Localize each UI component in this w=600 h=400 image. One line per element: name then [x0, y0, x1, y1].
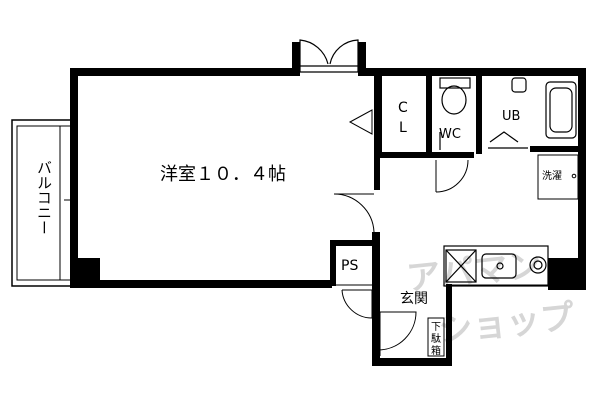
laundry-space	[537, 154, 579, 200]
bathroom	[488, 77, 577, 149]
shoe-box-char-3: 箱	[431, 344, 441, 357]
balcony-label: バルコニー	[35, 160, 53, 235]
shoe-box-char-1: 下	[431, 322, 441, 333]
watermark-line2: ショップ	[437, 297, 576, 351]
top-double-door	[292, 39, 366, 76]
entrance-label: 玄関	[400, 290, 428, 307]
shoe-box	[427, 317, 445, 357]
closet-label-l: L	[399, 120, 407, 136]
closet-label-c: C	[398, 100, 408, 116]
closet	[348, 80, 379, 150]
pipe-space-label: PS	[341, 258, 358, 274]
thin-lines	[336, 210, 585, 286]
shoe-box-char-2: 駄	[431, 332, 441, 345]
walls	[70, 68, 586, 366]
bath-label: UB	[502, 109, 520, 124]
kitchen	[443, 245, 549, 287]
western-room-label: 洋室１０．４帖	[160, 164, 286, 185]
laundry-label: 洗濯	[542, 170, 562, 182]
doors	[333, 159, 469, 356]
toilet	[439, 77, 471, 150]
toilet-label: WC	[439, 127, 461, 142]
